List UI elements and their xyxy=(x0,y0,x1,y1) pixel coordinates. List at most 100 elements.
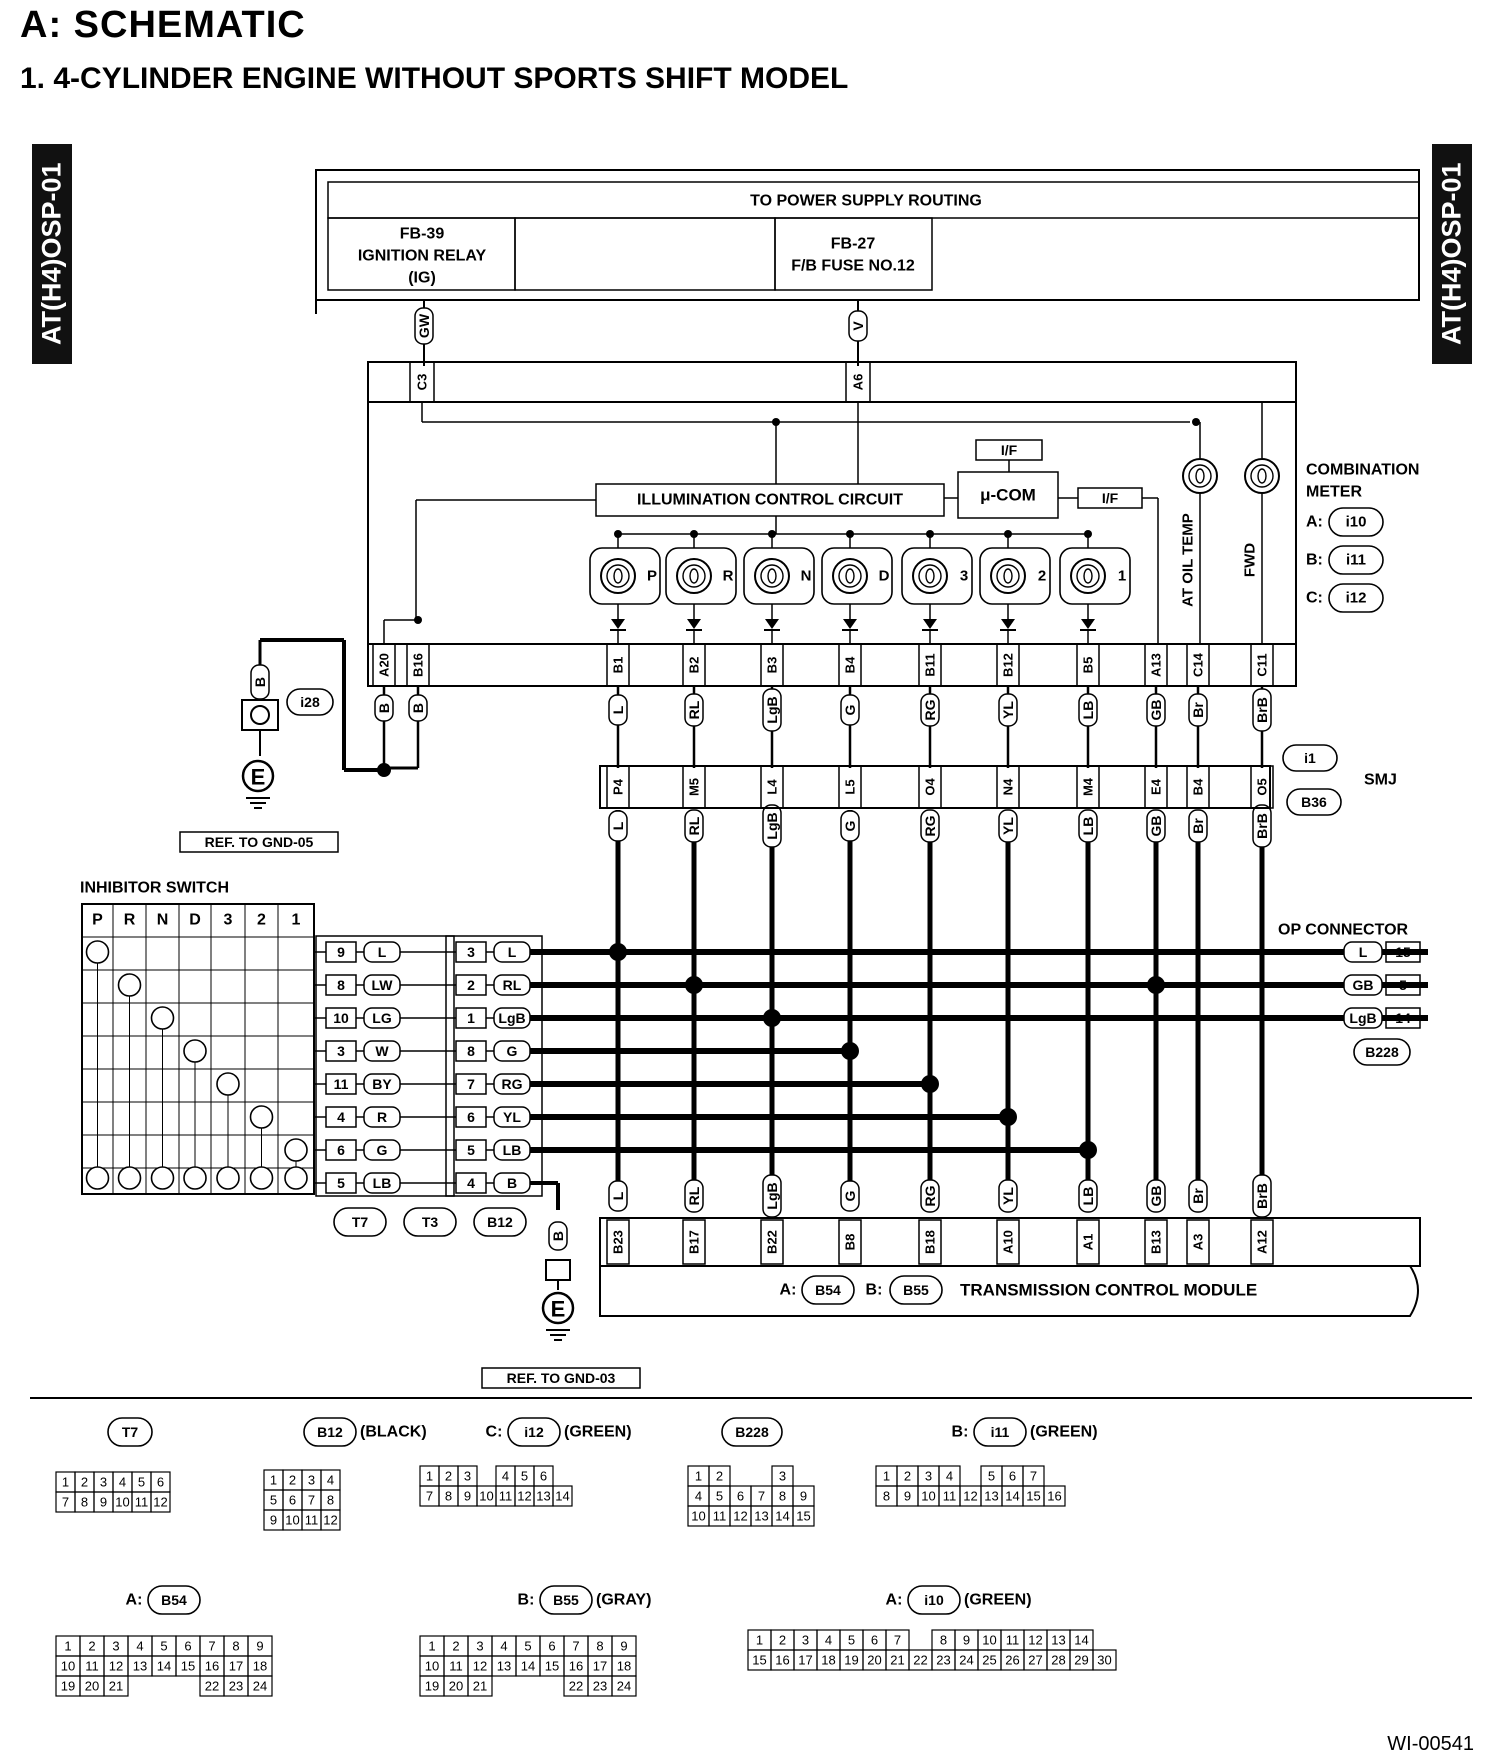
t3-pin: 6 xyxy=(467,1109,475,1125)
connector-cavity-number: 1 xyxy=(426,1469,433,1484)
connector-cavity-number: 15 xyxy=(181,1659,195,1674)
meter-ref-prefix: A: xyxy=(1306,514,1323,531)
tcm-pin-B13: B13 xyxy=(1149,1230,1164,1254)
wire-gw-tag-text: GW xyxy=(416,313,432,338)
t7-block xyxy=(315,935,455,1197)
connector-cavity-number: 11 xyxy=(713,1509,727,1524)
color-label-YL: YL xyxy=(503,1109,521,1125)
harness-tag-smj-LgB-text: LgB xyxy=(764,812,780,839)
connector-cavity-number: 19 xyxy=(425,1679,439,1694)
connector-cavity-number: 5 xyxy=(160,1639,167,1654)
tcm-pin-cell xyxy=(996,1219,1020,1265)
connector-cavity-number: 15 xyxy=(545,1659,559,1674)
connector-view-id-i10-label: i10 xyxy=(924,1592,944,1608)
tcm-b-connector-label: B55 xyxy=(903,1282,929,1298)
connector-view-prefix: A: xyxy=(886,1592,903,1609)
tcm-pin-cell xyxy=(1186,1219,1210,1265)
harness-tag-tcm-LB-text: LB xyxy=(1080,1187,1096,1206)
meter-ref-i11 xyxy=(1328,545,1384,575)
connector-cavity-number: 23 xyxy=(593,1679,607,1694)
connector-cavity-number: 22 xyxy=(205,1679,219,1694)
harness-tag-upper-RG-text: RG xyxy=(922,699,938,720)
signal-junction xyxy=(841,1042,859,1060)
t7-pin: 4 xyxy=(337,1109,345,1125)
meter-ref-prefix: C: xyxy=(1306,590,1323,607)
lamp-1-filament xyxy=(1083,568,1093,584)
connector-view-id-i12 xyxy=(507,1417,561,1447)
connector-cavity-number: 13 xyxy=(1051,1633,1065,1648)
tcm-a-prefix: A: xyxy=(780,1282,797,1299)
connector-cavity-number: 5 xyxy=(988,1469,995,1484)
connector-cavity-number: 3 xyxy=(802,1633,809,1648)
harness-tag-tcm-YL-text: YL xyxy=(1000,1187,1016,1205)
connector-cavity-number: 13 xyxy=(984,1489,998,1504)
connector-cavity-number: 6 xyxy=(540,1469,547,1484)
lamp-letter-D: D xyxy=(879,568,890,585)
connector-cavity-number: 19 xyxy=(61,1679,75,1694)
t3-pin: 2 xyxy=(467,977,475,993)
connector-cavity-number: 8 xyxy=(232,1639,239,1654)
lamp-letter-R: R xyxy=(723,568,734,585)
connector-cavity-number: 8 xyxy=(596,1639,603,1654)
connector-cavity-number: 22 xyxy=(569,1679,583,1694)
connector-view-id-B54-label: B54 xyxy=(161,1592,187,1608)
smj-pin-N4: N4 xyxy=(1001,778,1016,795)
op-pin-box xyxy=(1385,1007,1421,1029)
connector-cavity-number: 14 xyxy=(1074,1633,1088,1648)
connector-cavity xyxy=(320,1509,341,1531)
wire-v-tag xyxy=(848,310,868,342)
connector-cavity-number: 1 xyxy=(756,1633,763,1648)
t3-pin: 3 xyxy=(467,944,475,960)
tcm-pin-B18: B18 xyxy=(923,1230,938,1254)
harness-tag-smj-RL-text: RL xyxy=(686,816,702,835)
ground-left-connector-label: i28 xyxy=(300,694,320,710)
switch-common-contact xyxy=(150,1166,175,1190)
relay-gap-cell xyxy=(514,217,776,291)
connector-cavity-number: 29 xyxy=(1074,1653,1088,1668)
lamp-2-inner xyxy=(996,564,1020,588)
connector-cavity xyxy=(611,1675,637,1697)
lamp-R-filament xyxy=(689,568,699,584)
harness-tag-tcm-YL xyxy=(998,1179,1018,1213)
inhibitor-connector-T3 xyxy=(403,1207,457,1237)
harness-tag-upper-GB xyxy=(1146,693,1166,727)
connector-cavity-number: 3 xyxy=(308,1473,315,1488)
signal-junction xyxy=(609,943,627,961)
smj-pin-cell xyxy=(1186,765,1210,809)
connector-cavity-number: 7 xyxy=(1030,1469,1037,1484)
connector-view-suffix: (GRAY) xyxy=(596,1592,651,1609)
tcm-b-prefix: B: xyxy=(866,1282,883,1299)
connector-cavity-number: 5 xyxy=(521,1469,528,1484)
connector-cavity xyxy=(1043,1485,1066,1507)
connector-cavity-number: 7 xyxy=(62,1495,69,1510)
connector-cavity-number: 4 xyxy=(327,1473,334,1488)
lamp-letter-P: P xyxy=(647,568,657,585)
connector-view-suffix: (GREEN) xyxy=(1030,1424,1098,1441)
harness-tag-smj-GB-text: GB xyxy=(1148,816,1164,837)
harness-tag-upper-Br-text: Br xyxy=(1190,702,1206,718)
ground-bottom-tag xyxy=(548,1221,568,1251)
op-pin-box xyxy=(1385,941,1421,963)
connector-cavity-number: 26 xyxy=(1005,1653,1019,1668)
junction-dot xyxy=(1192,418,1200,426)
harness-tag-tcm-Br-text: Br xyxy=(1190,1188,1206,1204)
harness-tag-tcm-LB xyxy=(1078,1179,1098,1213)
smj-pin-cell xyxy=(838,765,862,809)
ground-wire-tag xyxy=(408,694,428,722)
harness-tag-tcm-G-text: G xyxy=(842,1190,858,1201)
smj-pin-cell xyxy=(918,765,942,809)
inhibitor-connector-T7 xyxy=(333,1207,387,1237)
t3-pin: 5 xyxy=(467,1142,475,1158)
connector-view-id-i11 xyxy=(973,1417,1027,1447)
tcm-pin-cell xyxy=(1144,1219,1168,1265)
connector-cavity-number: 18 xyxy=(617,1659,631,1674)
oil-temp-label: AT OIL TEMP xyxy=(1180,513,1197,607)
op-color-tag xyxy=(1343,1007,1383,1029)
connector-cavity-number: 11 xyxy=(85,1659,99,1674)
connector-cavity-number: 20 xyxy=(85,1679,99,1694)
connector-cavity-number: 22 xyxy=(913,1653,927,1668)
connector-cavity-number: 7 xyxy=(758,1489,765,1504)
harness-tag-smj-YL xyxy=(998,809,1018,843)
switch-common-contact xyxy=(284,1166,308,1190)
meter-pin-B3: B3 xyxy=(765,657,780,674)
